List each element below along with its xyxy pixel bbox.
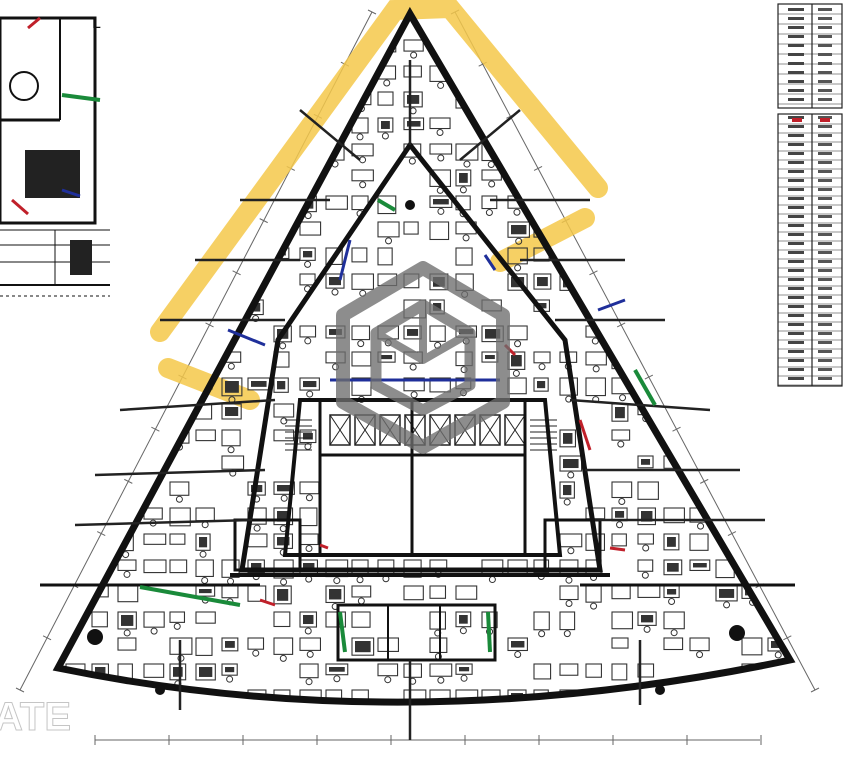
core-walls [40,140,795,662]
legend-table [777,3,843,387]
columns [87,200,745,695]
section-label: L [92,15,101,32]
inset-plan [0,16,110,297]
interior-furniture [58,39,790,703]
watermark-text: ATE [0,695,71,739]
watermark-logo [336,261,510,454]
outer-wall [52,6,796,706]
partitions [74,60,765,740]
